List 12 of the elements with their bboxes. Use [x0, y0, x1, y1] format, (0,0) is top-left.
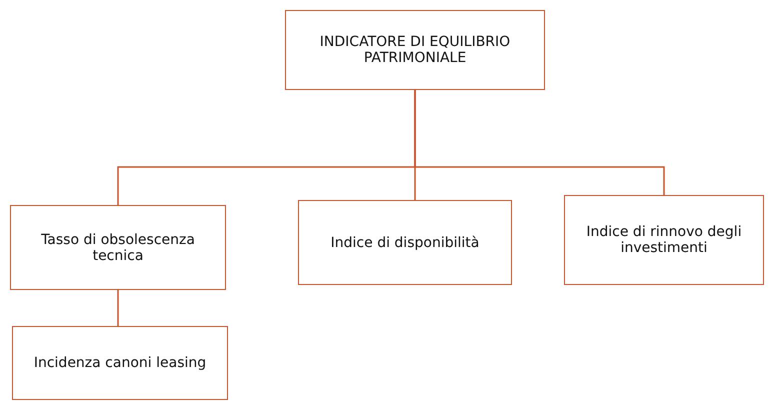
connector-line — [414, 90, 665, 195]
process-box — [298, 200, 512, 285]
box-label: Indice di rinnovo degli investimenti — [585, 224, 743, 256]
box-label: Tasso di obsolescenza tecnica — [40, 232, 196, 264]
process-box — [564, 195, 764, 285]
box-label: Incidenza canoni leasing — [34, 355, 206, 371]
box-label: Indice di disponibilità — [330, 234, 480, 250]
process-box — [12, 326, 228, 400]
connector-line — [117, 290, 119, 326]
box-label: INDICATORE DI EQUILIBRIO PATRIMONIALE — [318, 34, 512, 66]
process-box — [285, 10, 545, 90]
process-box — [10, 205, 226, 290]
